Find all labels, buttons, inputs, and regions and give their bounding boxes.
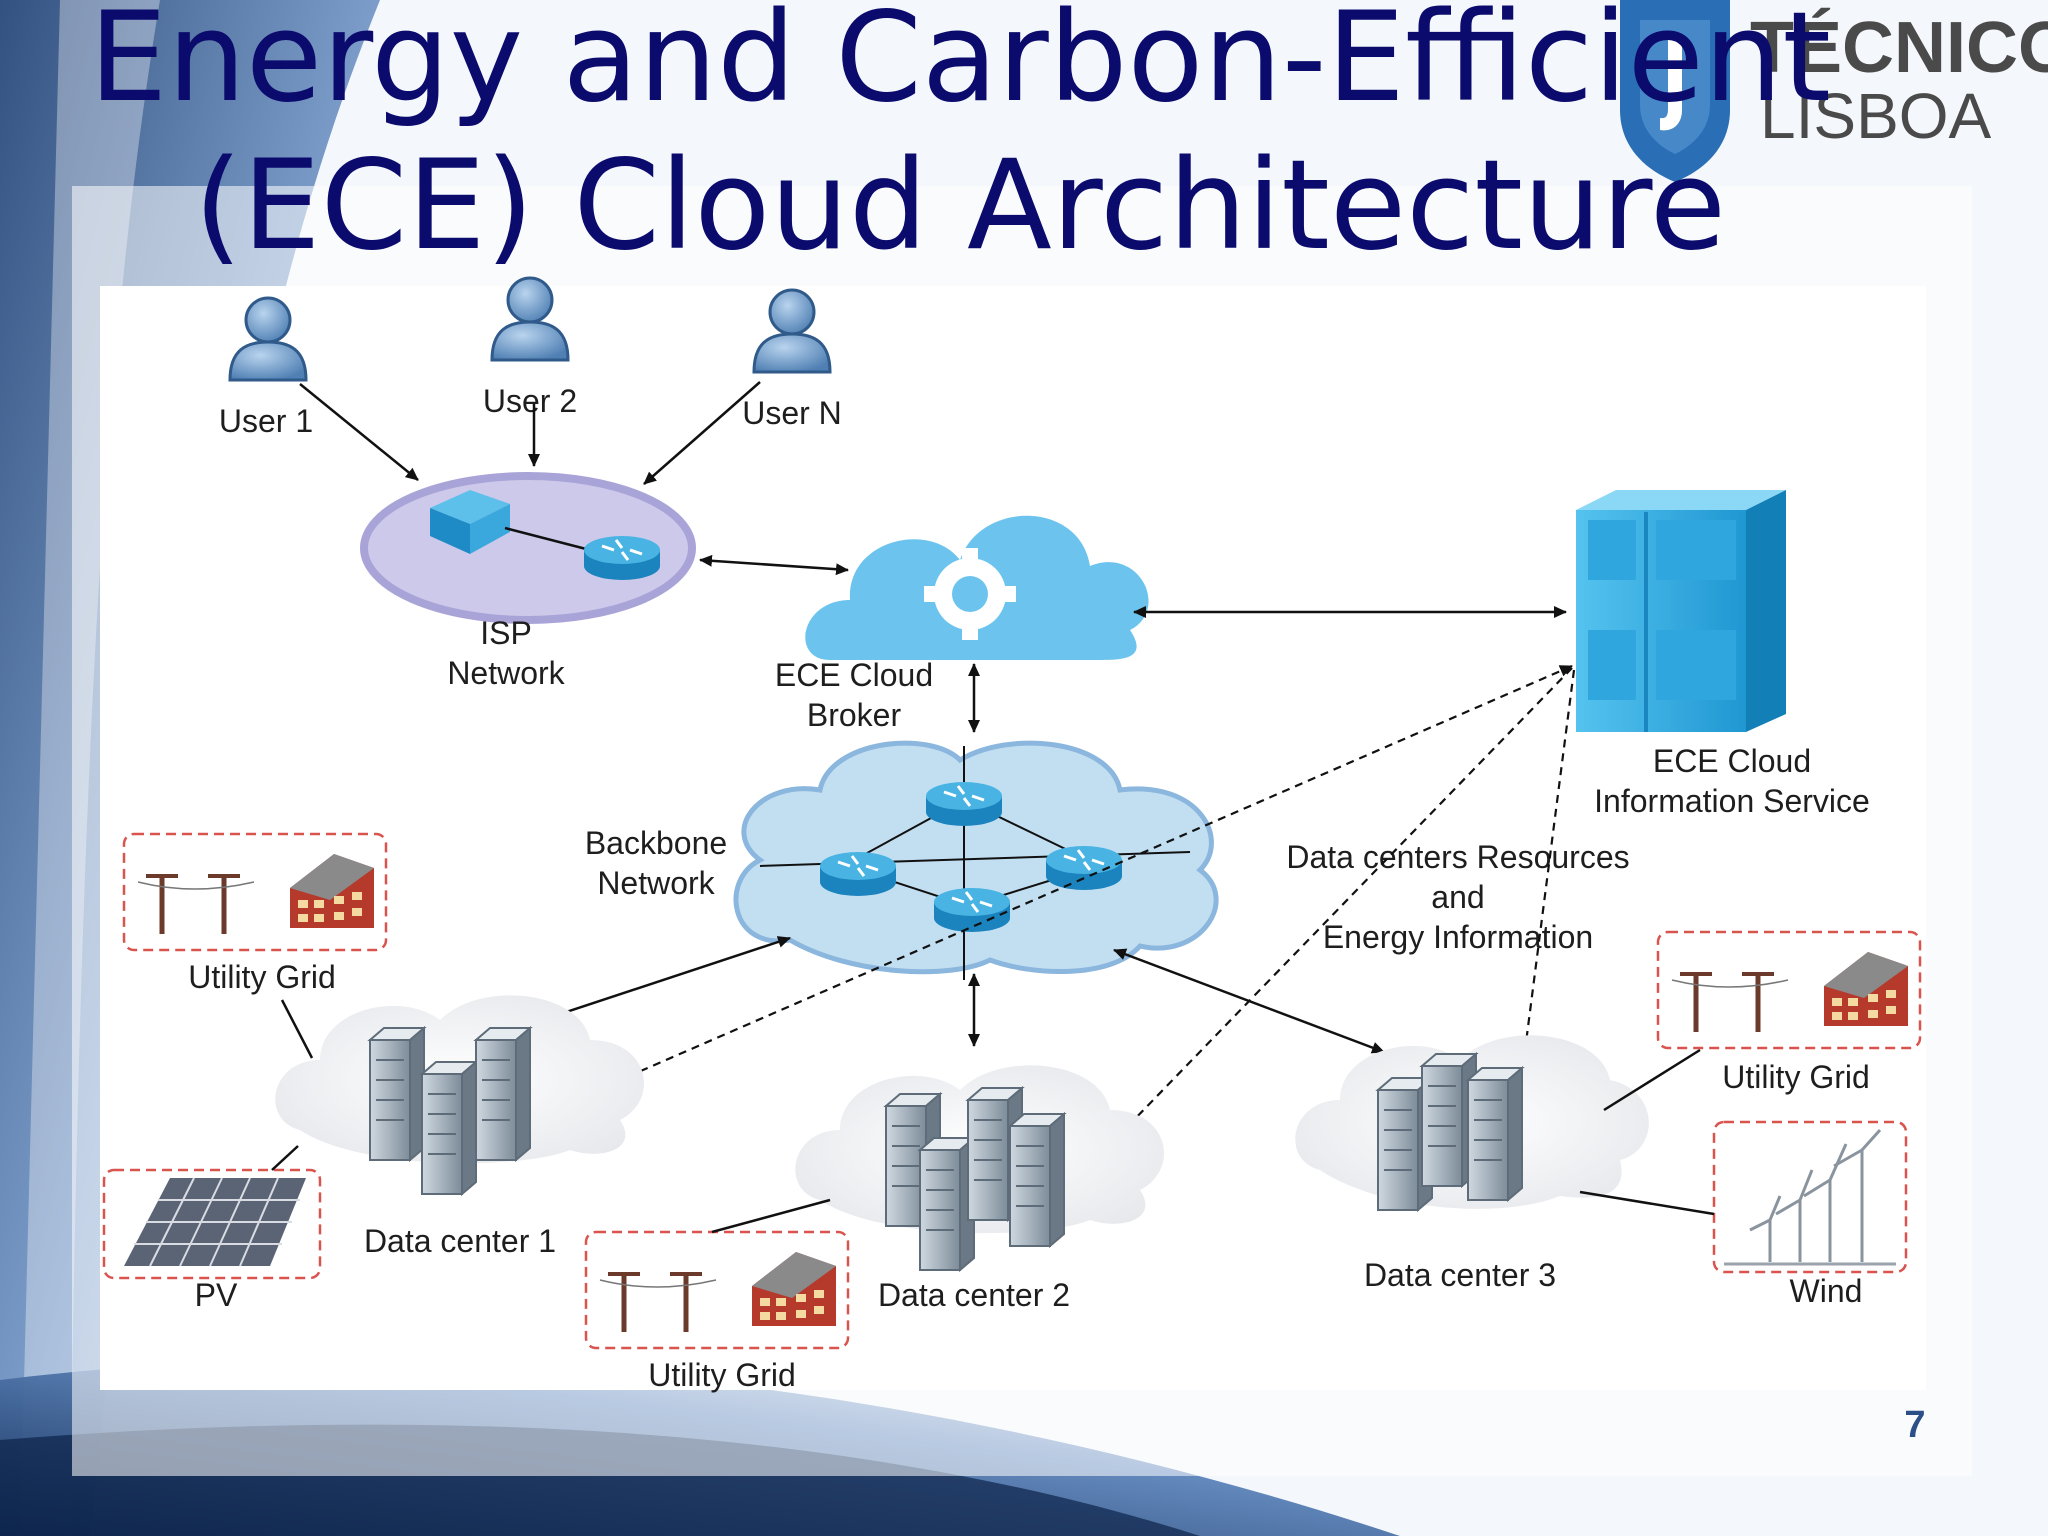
utility-grid-2-icon: [586, 1232, 848, 1348]
utility-grid-1-icon: [124, 834, 386, 950]
dc-info-label-3: Energy Information: [1323, 919, 1593, 955]
page-number: 7: [1904, 1404, 1926, 1446]
wind-turbine-icon: [1712, 1120, 1908, 1274]
switch-icon: [430, 490, 510, 554]
isp-label-1: ISP: [480, 615, 532, 651]
isp-network: [360, 472, 696, 624]
backbone-label-2: Network: [597, 865, 715, 901]
backbone-router-bottom-icon: [932, 886, 1012, 934]
user-1-label: User 1: [219, 403, 313, 439]
tecnico-lisboa-logo: TÉCNICO LISBOA: [1620, 0, 2048, 182]
slide-title-line-2: (ECE) Cloud Architecture: [193, 134, 1727, 278]
backbone-router-left-icon: [818, 850, 898, 898]
backbone-router-top-icon: [924, 780, 1004, 828]
utility-grid-3-icon: [1658, 932, 1920, 1048]
pv-panel-icon: [102, 1168, 322, 1280]
data-center-2-icon: [795, 1065, 1164, 1271]
info-service-label-2: Information Service: [1594, 783, 1870, 819]
info-service-label-1: ECE Cloud: [1653, 743, 1811, 779]
dc-info-label-1: Data centers Resources: [1286, 839, 1629, 875]
pv-label: PV: [195, 1277, 238, 1313]
utility-grid-2-label: Utility Grid: [648, 1357, 796, 1393]
logo-sub: LISBOA: [1760, 80, 1992, 152]
data-center-3-label: Data center 3: [1364, 1257, 1556, 1293]
utility-grid-3-label: Utility Grid: [1722, 1059, 1870, 1095]
wind-label: Wind: [1790, 1273, 1863, 1309]
user-1-icon: [228, 296, 308, 382]
slide-title-line-1: Energy and Carbon-Efficient: [88, 0, 1832, 130]
isp-router-icon: [582, 534, 662, 582]
broker-label-1: ECE Cloud: [775, 657, 933, 693]
isp-label-2: Network: [447, 655, 565, 691]
backbone-router-right-icon: [1044, 844, 1124, 892]
user-n-icon: [752, 288, 832, 374]
broker-label-2: Broker: [807, 697, 902, 733]
backbone-label-1: Backbone: [585, 825, 727, 861]
utility-grid-1-label: Utility Grid: [188, 959, 336, 995]
backbone-network-cloud: [733, 740, 1219, 980]
ece-cloud-information-service-icon: [1576, 490, 1786, 732]
user-n-label: User N: [742, 395, 842, 431]
data-center-1-icon: [275, 995, 644, 1195]
ece-cloud-broker-icon: [805, 515, 1149, 660]
user-2-icon: [490, 276, 570, 362]
user-2-label: User 2: [483, 383, 577, 419]
data-center-1-label: Data center 1: [364, 1223, 556, 1259]
logo-name: TÉCNICO: [1750, 8, 2048, 88]
dc-info-label-2: and: [1431, 879, 1484, 915]
data-center-3-icon: [1295, 1035, 1649, 1211]
data-center-2-label: Data center 2: [878, 1277, 1070, 1313]
